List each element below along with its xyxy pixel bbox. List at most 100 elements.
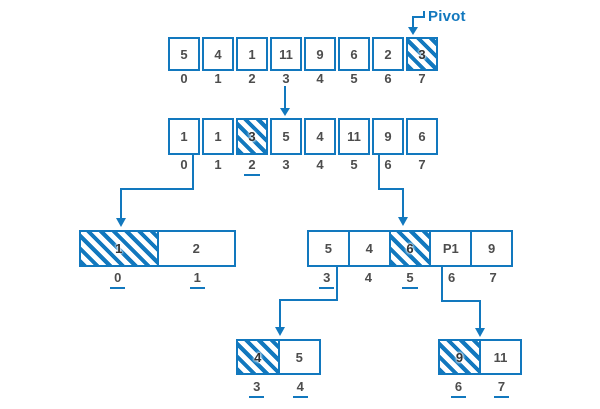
arrowhead-level2 xyxy=(280,108,290,116)
cell-value: 5 xyxy=(324,241,333,256)
indices-level4-right: 6 7 xyxy=(438,379,522,398)
array-level3-right: 5 4 6 P1 9 xyxy=(307,230,513,267)
cell-value: 6 xyxy=(418,129,426,144)
array-cell: 6 xyxy=(338,37,370,71)
array-level4-left: 4 5 xyxy=(236,339,321,375)
index-label: 4 xyxy=(280,379,322,398)
index-label: 5 xyxy=(390,270,430,289)
cell-value: 1 xyxy=(180,129,188,144)
cell-value: 4 xyxy=(254,349,262,365)
array-cell: 11 xyxy=(338,118,370,155)
array-cell: 5 xyxy=(270,118,302,155)
array-level4-right: 9 11 xyxy=(438,339,522,375)
indices-level1: 0 1 2 3 4 5 6 7 xyxy=(168,71,438,86)
index-label: 5 xyxy=(350,157,358,172)
array-cell: 5 xyxy=(277,341,320,373)
index-label: 3 xyxy=(307,270,347,289)
array-cell: 1 xyxy=(202,118,234,155)
cell-value: 1 xyxy=(115,241,123,256)
array-cell: 2 xyxy=(372,37,404,71)
cell-value: 2 xyxy=(384,46,392,62)
array-level3-left: 1 2 xyxy=(79,230,236,267)
cell-value: 4 xyxy=(316,129,324,144)
pivot-cell: 9 xyxy=(440,341,479,373)
index-label: 0 xyxy=(180,157,188,172)
pivot-label: Pivot xyxy=(428,8,466,25)
index-label: 4 xyxy=(316,71,324,86)
array-cell: 9 xyxy=(470,232,511,265)
array-cell: P1 xyxy=(429,232,470,265)
cell-value: 6 xyxy=(350,46,358,62)
index-label: 6 xyxy=(438,379,479,398)
index-label: 6 xyxy=(447,270,456,285)
array-cell: 11 xyxy=(479,341,520,373)
index-label: 3 xyxy=(282,157,290,172)
indices-level4-left: 3 4 xyxy=(236,379,321,398)
index-label: 2 xyxy=(236,157,268,176)
cell-value: 5 xyxy=(180,46,188,62)
cell-value: 11 xyxy=(347,129,361,144)
array-cell: 4 xyxy=(347,232,389,265)
cell-value: 5 xyxy=(295,349,303,365)
cell-value: 9 xyxy=(455,349,464,365)
pivot-cell: 3 xyxy=(236,118,268,155)
cell-value: 9 xyxy=(384,129,392,144)
index-label: 1 xyxy=(214,157,222,172)
cell-value: 2 xyxy=(192,241,200,256)
array-cell: 9 xyxy=(372,118,404,155)
cell-value: 9 xyxy=(487,241,496,256)
array-cell: 1 xyxy=(168,118,200,155)
cell-value: 3 xyxy=(248,129,256,144)
index-label: 1 xyxy=(159,270,237,289)
arrowhead-level4-left xyxy=(275,327,285,336)
arrowhead-level3-right xyxy=(398,217,408,226)
cell-value: 9 xyxy=(316,46,324,62)
index-label: 2 xyxy=(248,71,256,86)
array-level1: 5 4 1 11 9 6 2 3 xyxy=(168,37,438,71)
pivot-cell: 4 xyxy=(238,341,278,373)
array-cell: 5 xyxy=(168,37,200,71)
cell-value: 11 xyxy=(279,46,293,62)
index-label: 0 xyxy=(180,71,188,86)
indices-level2: 0 1 2 3 4 5 6 7 xyxy=(168,157,438,176)
index-label: 4 xyxy=(364,270,372,285)
index-label: 3 xyxy=(236,379,278,398)
array-cell: 5 xyxy=(309,232,348,265)
index-label: 5 xyxy=(350,71,358,86)
cell-value: 1 xyxy=(248,46,256,62)
arrowhead-level3-left xyxy=(116,218,126,227)
indices-level3-right: 3 4 5 6 7 xyxy=(307,270,513,289)
cell-value: P1 xyxy=(442,241,459,256)
array-level2: 1 1 3 5 4 11 9 6 xyxy=(168,118,438,155)
index-label: 7 xyxy=(418,71,426,86)
cell-value: 1 xyxy=(214,129,222,144)
index-label: 4 xyxy=(316,157,324,172)
index-label: 6 xyxy=(384,157,392,172)
array-cell: 2 xyxy=(156,232,235,265)
index-label: 7 xyxy=(489,270,497,285)
arrowhead-level4-right xyxy=(475,328,485,337)
array-cell: 11 xyxy=(270,37,302,71)
index-label: 7 xyxy=(481,379,522,398)
index-label: 3 xyxy=(282,71,290,86)
cell-value: 11 xyxy=(493,349,508,365)
index-label: 1 xyxy=(214,71,222,86)
pivot-arrow-line xyxy=(412,11,425,28)
cell-value: 3 xyxy=(418,46,426,62)
array-cell: 1 xyxy=(236,37,268,71)
array-cell: 6 xyxy=(406,118,438,155)
indices-level3-left: 0 1 xyxy=(79,270,236,289)
pivot-cell: 6 xyxy=(388,232,430,265)
array-cell: 9 xyxy=(304,37,336,71)
cell-value: 6 xyxy=(406,241,414,256)
index-label: 6 xyxy=(384,71,392,86)
index-label: 0 xyxy=(79,270,157,289)
pivot-arrowhead xyxy=(408,27,418,35)
cell-value: 5 xyxy=(282,129,290,144)
array-cell: 4 xyxy=(304,118,336,155)
array-cell: 4 xyxy=(202,37,234,71)
index-label: 7 xyxy=(418,157,426,172)
cell-value: 4 xyxy=(214,46,222,62)
pivot-cell: 1 xyxy=(81,232,157,265)
